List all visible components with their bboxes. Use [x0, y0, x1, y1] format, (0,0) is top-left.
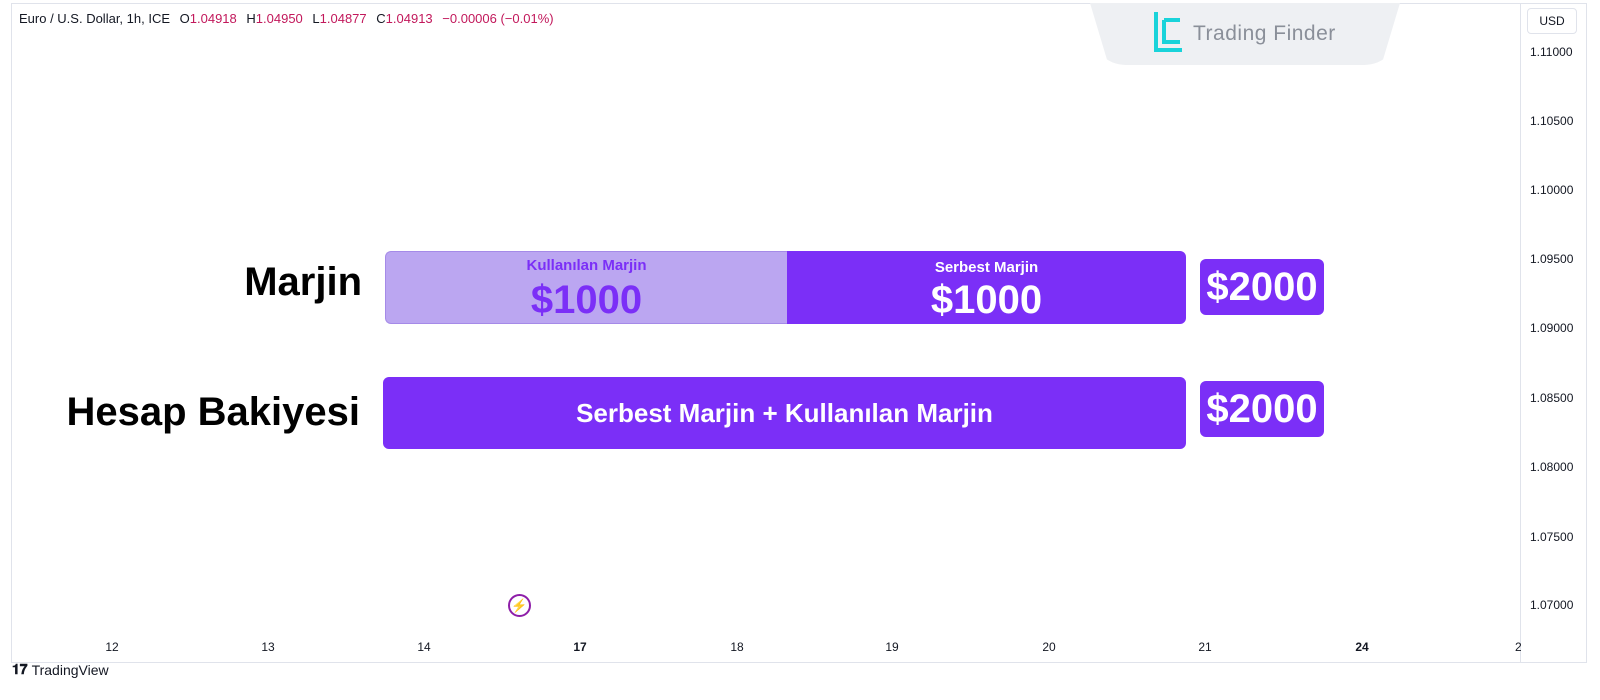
open-value: 1.04918	[189, 11, 237, 26]
logo-text: Trading Finder	[1193, 22, 1336, 45]
time-tick: 2	[1515, 640, 1521, 654]
chart-pane[interactable]	[11, 3, 1587, 663]
time-tick: 21	[1198, 640, 1212, 654]
symbol-title[interactable]: Euro / U.S. Dollar, 1h, ICE	[19, 11, 171, 26]
balance-label: Hesap Bakiyesi	[66, 390, 360, 434]
time-tick: 13	[261, 640, 275, 654]
high-value: 1.04950	[255, 11, 303, 26]
tradingview-brand-text: TradingView	[31, 661, 109, 678]
close-value: 1.04913	[385, 11, 433, 26]
time-tick: 24	[1355, 640, 1369, 654]
margin-label: Marjin	[244, 260, 362, 304]
low-value: 1.04877	[319, 11, 367, 26]
time-tick: 17	[573, 640, 587, 654]
used-margin-title: Kullanılan Marjin	[526, 257, 647, 274]
used-margin-value: $1000	[530, 278, 643, 322]
free-margin-title: Serbest Marjin	[934, 259, 1039, 276]
time-tick: 18	[730, 640, 744, 654]
price-scale-divider	[1520, 3, 1521, 663]
free-margin-value: $1000	[930, 278, 1043, 322]
time-tick: 19	[885, 640, 899, 654]
balance-formula-bar: Serbest Marjin + Kullanılan Marjin	[383, 377, 1186, 449]
used-margin-segment: Kullanılan Marjin $1000	[385, 251, 787, 324]
price-tick: 1.08500	[1530, 391, 1574, 405]
price-tick: 1.11000	[1530, 45, 1573, 59]
tradingview-brand[interactable]: 𝟏𝟕 TradingView	[12, 661, 109, 678]
price-tick: 1.09500	[1530, 252, 1574, 266]
currency-button[interactable]: USD	[1527, 8, 1577, 34]
change-value: −0.00006 (−0.01%)	[442, 11, 554, 26]
price-tick: 1.10000	[1530, 183, 1574, 197]
logo-banner	[1090, 3, 1400, 65]
trading-finder-logo-icon	[1154, 12, 1182, 52]
free-margin-segment: Serbest Marjin $1000	[787, 251, 1186, 324]
tradingview-logo-icon: 𝟏𝟕	[12, 661, 28, 677]
price-tick: 1.09000	[1530, 321, 1574, 335]
symbol-legend: Euro / U.S. Dollar, 1h, ICE O1.04918 H1.…	[19, 11, 554, 26]
price-tick: 1.10500	[1530, 114, 1574, 128]
time-tick: 12	[105, 640, 119, 654]
price-tick: 1.08000	[1530, 460, 1574, 474]
time-tick: 20	[1042, 640, 1056, 654]
margin-total-badge: $2000	[1200, 259, 1324, 315]
lightning-icon[interactable]: ⚡	[508, 594, 531, 617]
balance-total-badge: $2000	[1200, 381, 1324, 437]
price-tick: 1.07500	[1530, 530, 1574, 544]
time-tick: 14	[417, 640, 431, 654]
price-tick: 1.07000	[1530, 598, 1574, 612]
